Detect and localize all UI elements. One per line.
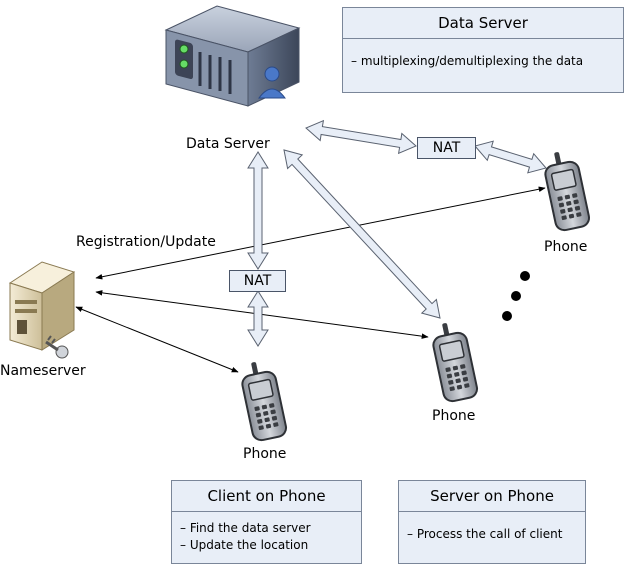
nat-top-box: NAT bbox=[417, 137, 476, 159]
nat-left-to-phone-arrow bbox=[247, 290, 269, 347]
phone-middle-label: Phone bbox=[432, 408, 476, 424]
client-on-phone-box-body: – Find the data server – Update the loca… bbox=[172, 512, 361, 562]
data-server-box-line: – multiplexing/demultiplexing the data bbox=[351, 54, 584, 68]
client-on-phone-box-line: – Update the location bbox=[180, 538, 309, 552]
server-rack-icon bbox=[164, 5, 301, 107]
data-server-info-box: Data Server – multiplexing/demultiplexin… bbox=[342, 7, 624, 93]
nat-left-box: NAT bbox=[229, 270, 286, 292]
phone-middle-icon bbox=[432, 323, 479, 403]
data-server-label: Data Server bbox=[186, 136, 270, 152]
data-flow-arrows bbox=[247, 119, 547, 347]
phone-top-right-label: Phone bbox=[544, 239, 588, 255]
server-on-phone-box-title: Server on Phone bbox=[399, 481, 585, 512]
more-phones-dots bbox=[502, 271, 530, 321]
registration-update-label: Registration/Update bbox=[76, 234, 216, 250]
data-server-box-title: Data Server bbox=[343, 8, 623, 39]
phone-bottom-icon bbox=[241, 362, 288, 442]
client-on-phone-info-box: Client on Phone – Find the data server –… bbox=[171, 480, 362, 564]
phone-bottom-label: Phone bbox=[243, 446, 287, 462]
server-on-phone-box-line: – Process the call of client bbox=[407, 527, 563, 541]
nat-top-label: NAT bbox=[432, 140, 461, 156]
client-on-phone-box-line: – Find the data server bbox=[180, 521, 311, 535]
phones-layer bbox=[241, 152, 591, 442]
registration-lines bbox=[75, 186, 546, 373]
data-server-to-nat-left-arrow bbox=[247, 151, 269, 270]
registration-line-top-phone bbox=[95, 186, 546, 280]
phone-top-right-icon bbox=[544, 152, 591, 232]
data-server-to-middle-phone-arrow bbox=[283, 149, 441, 319]
server-on-phone-info-box: Server on Phone – Process the call of cl… bbox=[398, 480, 586, 564]
nameserver-label: Nameserver bbox=[0, 363, 86, 379]
client-on-phone-box-title: Client on Phone bbox=[172, 481, 361, 512]
data-server-to-nat-arrow bbox=[305, 119, 417, 155]
data-server-box-body: – multiplexing/demultiplexing the data bbox=[343, 39, 623, 78]
server-on-phone-box-body: – Process the call of client bbox=[399, 512, 585, 551]
nameserver-key-icon bbox=[8, 261, 76, 359]
nat-to-phone-arrow bbox=[474, 140, 547, 174]
registration-line-bottom-phone bbox=[75, 306, 239, 373]
nat-left-label: NAT bbox=[243, 273, 272, 289]
